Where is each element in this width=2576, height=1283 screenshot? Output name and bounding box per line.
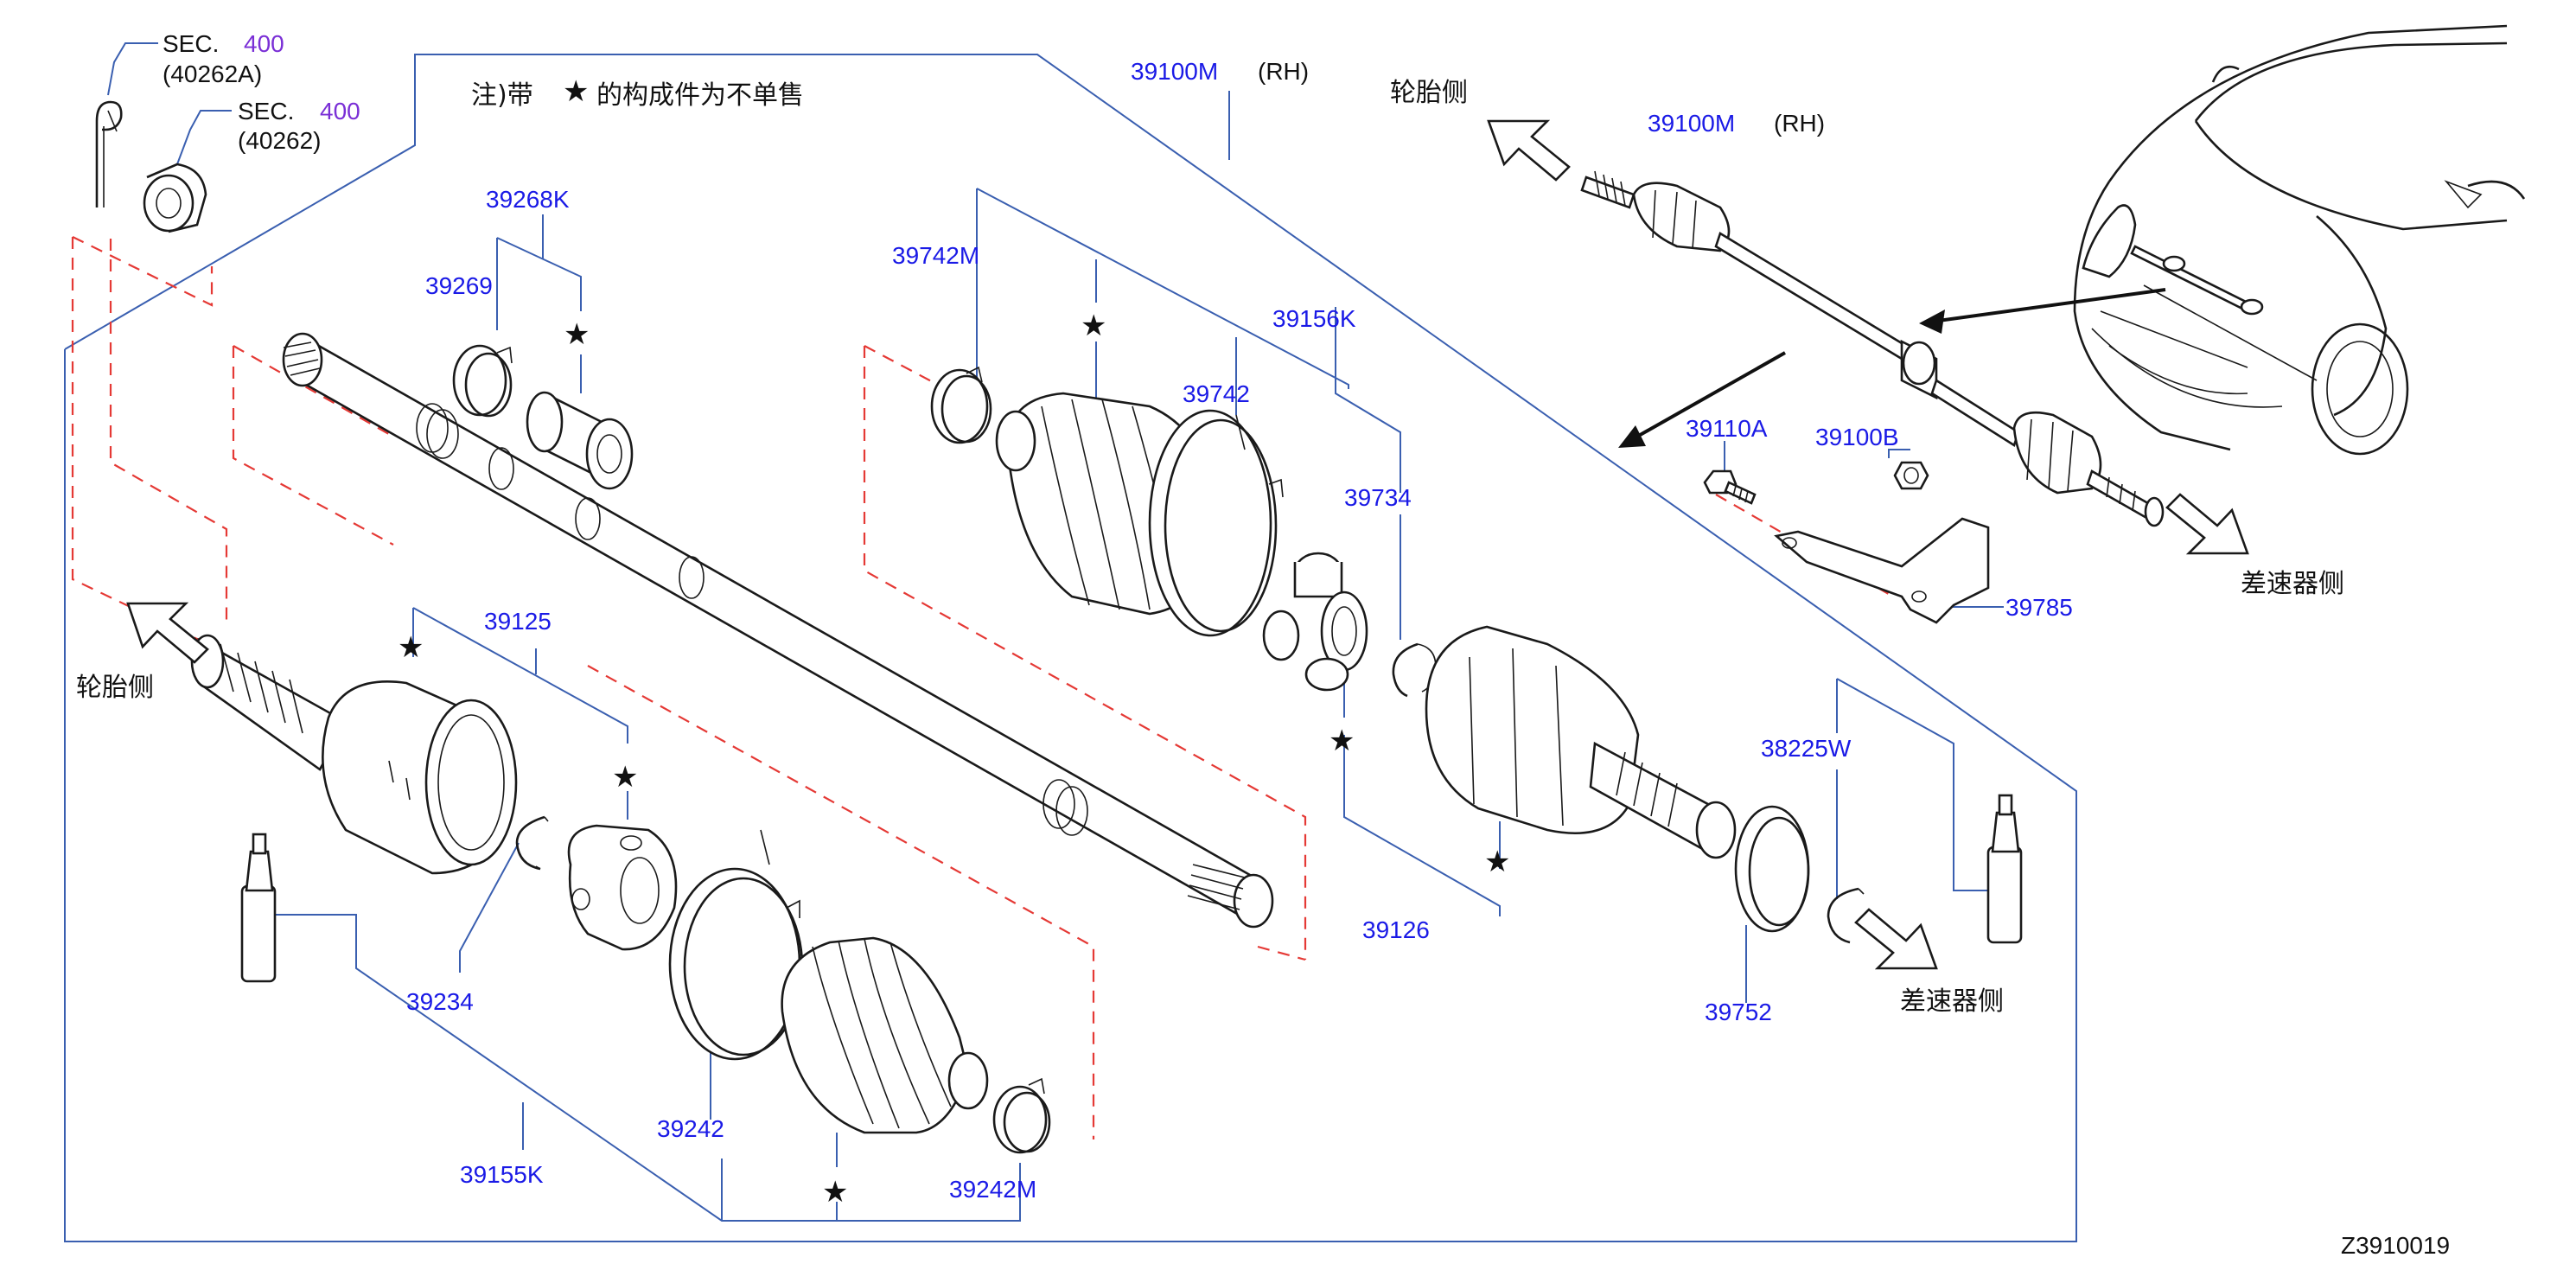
part-39156K: 39156K bbox=[1272, 305, 1356, 332]
assembled-axle bbox=[1580, 170, 2165, 527]
seal-39752 bbox=[1734, 805, 1810, 933]
snap-ring-38225W bbox=[1827, 887, 1865, 944]
star-icon: ★ bbox=[1484, 846, 1510, 878]
labels: 注)带 的构成件为不单售 SEC. 400 (40262A) SEC. 400 … bbox=[76, 30, 2450, 1259]
snap-ring-39234 bbox=[515, 815, 549, 871]
vehicle-outline bbox=[2073, 24, 2526, 456]
rh-right: (RH) bbox=[1774, 110, 1825, 137]
tire-side-label-top: 轮胎侧 bbox=[1390, 78, 1468, 108]
tire-side-label-left: 轮胎侧 bbox=[76, 673, 154, 703]
frame-outline bbox=[64, 54, 2077, 1242]
part-39100B: 39100B bbox=[1815, 424, 1899, 450]
outer-cv-joint bbox=[190, 634, 518, 875]
part-39242M: 39242M bbox=[949, 1176, 1036, 1203]
part-39155K: 39155K bbox=[460, 1161, 544, 1188]
note-star-icon: ★ bbox=[563, 75, 589, 108]
sec-ref-1-label: SEC. bbox=[163, 30, 219, 57]
part-39125: 39125 bbox=[484, 608, 552, 635]
arrow-tire-side-top bbox=[1487, 119, 1571, 182]
star-icon: ★ bbox=[1081, 310, 1106, 342]
inner-race-39125 bbox=[567, 824, 678, 951]
bracket-39785 bbox=[1774, 517, 1990, 624]
tripod-joint-39156K bbox=[1262, 552, 1368, 692]
cotter-pin bbox=[95, 100, 123, 207]
arrow-diff-side-top bbox=[2165, 493, 2249, 555]
part-39734: 39734 bbox=[1344, 484, 1412, 511]
sec-ref-2-number: 400 bbox=[320, 98, 360, 124]
castle-nut bbox=[143, 163, 207, 233]
star-icon: ★ bbox=[398, 631, 424, 664]
star-icon: ★ bbox=[612, 761, 638, 794]
star-icon: ★ bbox=[564, 318, 590, 351]
part-39126: 39126 bbox=[1362, 916, 1430, 943]
part-38225W: 38225W bbox=[1761, 735, 1852, 762]
intermediate-shaft bbox=[282, 332, 1274, 929]
nut-39100B bbox=[1893, 461, 1929, 490]
diff-side-label-bottom: 差速器侧 bbox=[1900, 986, 2004, 1017]
sec-ref-1-number: 400 bbox=[244, 30, 284, 57]
diagram-id: Z3910019 bbox=[2341, 1232, 2450, 1259]
grease-tube-right bbox=[1986, 794, 2023, 944]
diff-side-label-top: 差速器侧 bbox=[2241, 569, 2344, 599]
grease-tube-left bbox=[240, 833, 277, 983]
large-band-39742 bbox=[1148, 409, 1284, 637]
part-39268K: 39268K bbox=[486, 186, 570, 213]
outer-boot-39155K bbox=[781, 936, 989, 1134]
inner-housing-39126 bbox=[1425, 625, 1737, 859]
arrow-tire-side-left bbox=[126, 602, 209, 664]
leader-lines bbox=[107, 42, 2004, 1222]
part-39785: 39785 bbox=[2005, 594, 2073, 621]
arrow-diff-side-bottom bbox=[1854, 908, 1938, 970]
star-markers: ★ ★ ★ ★ ★ ★ ★ ★ bbox=[398, 75, 1510, 1209]
part-39234: 39234 bbox=[406, 988, 474, 1015]
small-band-39242M bbox=[992, 1077, 1051, 1154]
vehicle-axle-miniature bbox=[2130, 245, 2264, 316]
sec-ref-2-code: (40262) bbox=[238, 127, 322, 154]
small-band-39742M bbox=[930, 366, 992, 444]
part-39752: 39752 bbox=[1705, 999, 1772, 1025]
note-suffix: 的构成件为不单售 bbox=[596, 80, 804, 111]
part-39100M-right: 39100M bbox=[1648, 110, 1735, 137]
star-icon: ★ bbox=[822, 1176, 848, 1209]
part-39742: 39742 bbox=[1183, 380, 1250, 407]
bolt-39110A bbox=[1703, 469, 1757, 505]
star-icon: ★ bbox=[1329, 724, 1355, 757]
rh-top: (RH) bbox=[1258, 58, 1309, 85]
part-39242: 39242 bbox=[657, 1115, 724, 1142]
part-39100M-top: 39100M bbox=[1131, 58, 1218, 85]
boot-band-39242 bbox=[668, 829, 804, 1061]
sec-ref-2-label: SEC. bbox=[238, 98, 294, 124]
part-39110A: 39110A bbox=[1686, 415, 1768, 442]
sec-ref-1-code: (40262A) bbox=[163, 61, 262, 87]
damper-bushing-39268K bbox=[526, 391, 634, 490]
boot-band-39269 bbox=[452, 344, 513, 418]
pointer-arrows bbox=[1618, 288, 2166, 448]
note-prefix: 注)带 bbox=[471, 80, 533, 111]
part-39269: 39269 bbox=[425, 272, 493, 299]
part-39742M: 39742M bbox=[892, 242, 979, 269]
